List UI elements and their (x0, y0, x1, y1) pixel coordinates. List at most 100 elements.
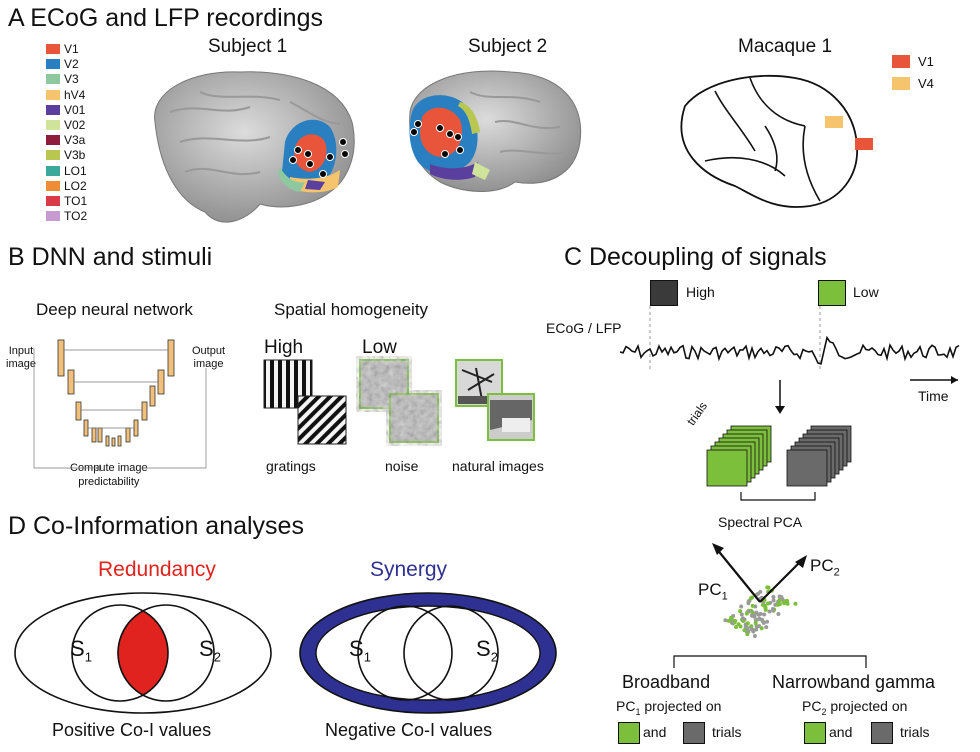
legend-swatch (46, 74, 60, 85)
legend-item-to2: TO2 (46, 209, 87, 223)
scatter-point (776, 612, 781, 616)
scatter-point (745, 632, 750, 637)
scatter-point (757, 616, 762, 621)
nb-pc-sub: 2 (821, 706, 827, 717)
gray-trial-card (786, 449, 828, 487)
high-homogeneity-label: High (264, 337, 304, 358)
bb-gray-swatch (683, 722, 705, 744)
redundancy-overlap (118, 605, 168, 701)
macaque-v4-patch (825, 116, 843, 128)
dnn-title: Deep neural network (36, 300, 193, 319)
broadband-pc-label: PC1 projected on (616, 698, 721, 717)
legend-swatch (46, 120, 60, 130)
scatter-point (754, 624, 759, 629)
syn-s2-sub: 2 (490, 649, 498, 665)
low-condition-label: Low (853, 284, 879, 300)
scatter-point (753, 618, 758, 623)
scatter-point (770, 607, 775, 611)
red-s2-sub: 2 (213, 649, 221, 665)
positive-coi-label: Positive Co-I values (52, 720, 212, 740)
legend-item-v1: V1 (46, 42, 79, 56)
nb-pc-label: PC2 projected on (802, 698, 907, 717)
scatter-point (752, 613, 757, 618)
red-s2-text: S (199, 636, 214, 661)
pc2-subscript: 2 (833, 566, 840, 579)
spatial-title: Spatial homogeneity (274, 300, 429, 319)
scatter-point (745, 621, 750, 626)
panel-d-title: D Co-Information analyses (8, 512, 304, 540)
legend-label: V01 (64, 102, 86, 117)
legend-swatch (46, 150, 60, 161)
legend-item-lo1: LO1 (46, 164, 87, 178)
red-s1-text: S (70, 636, 85, 661)
bb-and: and (643, 724, 667, 740)
gratings-label: gratings (266, 458, 316, 474)
trial-stacks (706, 425, 852, 501)
scatter-point (729, 615, 733, 620)
input-image-label: Input image (6, 345, 36, 370)
legend-label: TO1 (64, 194, 88, 208)
legend-swatch (46, 59, 60, 70)
subject1-brain (154, 71, 355, 223)
noise-label: noise (385, 458, 419, 474)
syn-s1-sub: 1 (363, 649, 371, 665)
green-trial-card (706, 449, 748, 487)
legend-label: V02 (64, 118, 86, 132)
pc1-text: PC (698, 580, 722, 599)
legend-swatch (892, 55, 910, 68)
scatter-point (752, 634, 757, 638)
broadband-label: Broadband (622, 672, 711, 692)
scatter-point (739, 612, 744, 617)
scatter-point (751, 629, 756, 634)
macaque-legend-item-v4: V4 (892, 76, 934, 91)
bb-pc-text: PC (616, 698, 636, 714)
scatter-point (742, 628, 747, 633)
legend-label: LO2 (64, 178, 87, 193)
scatter-point (771, 595, 776, 599)
low-homogeneity-label: Low (362, 337, 397, 358)
scatter-point (767, 609, 772, 614)
scatter-point (762, 612, 767, 617)
scatter-point (739, 604, 744, 609)
syn-s2-label: S2 (476, 636, 498, 664)
legend-item-v2: V2 (46, 57, 79, 71)
unet-diagram (33, 339, 207, 472)
panel-c-title: C Decoupling of signals (564, 243, 827, 271)
legend-item-v3b: V3b (46, 148, 85, 162)
panel-b-title: B DNN and stimuli (8, 243, 213, 271)
subject2-label: Subject 2 (468, 36, 548, 57)
pca-scatter (712, 543, 807, 638)
output-image-label: Output image (192, 345, 226, 370)
scatter-point (761, 620, 766, 625)
bb-green-swatch (618, 722, 640, 744)
scatter-point (736, 622, 741, 627)
scatter-point (746, 601, 751, 606)
nb-trials: trials (900, 724, 930, 740)
legend-label: TO2 (64, 209, 88, 224)
nb-projected-on: projected on (830, 698, 908, 714)
synergy-label: Synergy (370, 558, 448, 581)
scatter-point (765, 585, 770, 590)
high-condition-swatch (650, 280, 678, 306)
bracket-bottom (673, 655, 867, 668)
scatter-point (754, 627, 759, 632)
scatter-point (759, 626, 764, 631)
signal-trace (619, 306, 960, 414)
macaque-legend-item-v1: V1 (892, 54, 934, 69)
negative-coi-label: Negative Co-I values (325, 720, 493, 740)
scatter-point (753, 621, 758, 626)
scatter-point (777, 602, 782, 607)
macaque-label: Macaque 1 (738, 36, 833, 57)
legend-label: V3b (64, 148, 86, 163)
scatter-point (750, 603, 755, 608)
subject2-brain (409, 70, 582, 192)
legend-item-v02: V02 (46, 118, 85, 132)
scatter-point (734, 625, 738, 629)
scatter-point (745, 626, 750, 631)
legend-swatch (46, 89, 60, 100)
legend-label: V4 (918, 76, 934, 91)
ecog-lfp-label: ECoG / LFP (546, 320, 622, 336)
scatter-point (793, 601, 798, 606)
legend-swatch (892, 77, 910, 90)
scatter-point (765, 619, 770, 624)
